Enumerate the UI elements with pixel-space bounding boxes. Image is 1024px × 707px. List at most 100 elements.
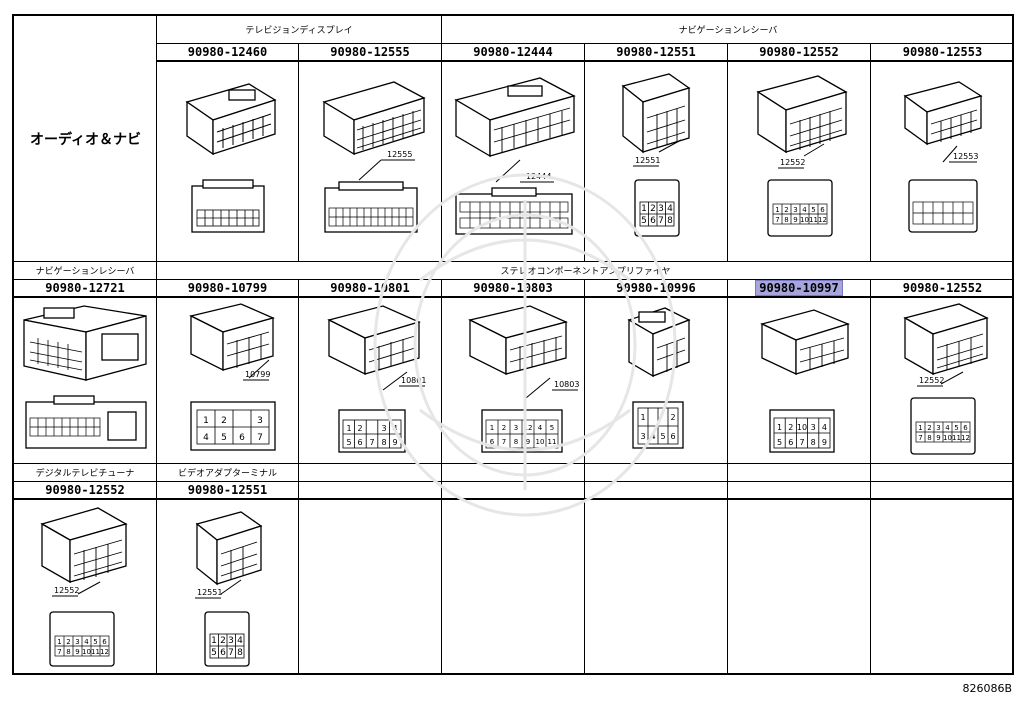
svg-text:6: 6 xyxy=(357,438,362,447)
callout-12553: 12553 xyxy=(953,152,978,161)
svg-text:3: 3 xyxy=(658,204,664,214)
svg-text:7: 7 xyxy=(502,438,506,446)
svg-text:5: 5 xyxy=(211,648,217,658)
svg-text:2: 2 xyxy=(927,424,931,432)
empty-header xyxy=(871,464,1014,482)
callout-10799: 10799 xyxy=(245,370,270,379)
part-number-12444[interactable]: 90980-12444 xyxy=(442,44,585,62)
svg-text:4: 4 xyxy=(650,432,655,441)
empty-header xyxy=(585,464,728,482)
svg-text:9: 9 xyxy=(526,438,530,446)
empty-part-number xyxy=(299,482,442,500)
svg-text:3: 3 xyxy=(381,424,386,433)
empty-cell xyxy=(585,500,728,673)
svg-text:9: 9 xyxy=(822,438,827,447)
connector-chart: オーディオ＆ナビ テレビジョンディスプレイ ナビゲーションレシーバ 90980-… xyxy=(12,14,1014,675)
svg-text:3: 3 xyxy=(228,636,234,646)
svg-text:6: 6 xyxy=(670,432,675,441)
svg-text:7: 7 xyxy=(369,438,374,447)
svg-text:6: 6 xyxy=(102,638,107,646)
svg-text:10: 10 xyxy=(536,438,545,446)
svg-text:12: 12 xyxy=(100,648,109,656)
svg-text:2: 2 xyxy=(357,424,362,433)
svg-text:4: 4 xyxy=(392,424,397,433)
part-number-10996[interactable]: 90980-10996 xyxy=(585,280,728,298)
svg-text:8: 8 xyxy=(66,648,70,656)
svg-text:8: 8 xyxy=(667,216,673,226)
part-number-12553[interactable]: 90980-12553 xyxy=(871,44,1014,62)
part-number-12460[interactable]: 90980-12460 xyxy=(157,44,299,62)
callout-12551-row3: 12551 xyxy=(197,588,222,597)
svg-text:5: 5 xyxy=(93,638,97,646)
part-number-10997-highlighted[interactable]: 90980-10997 xyxy=(728,280,871,298)
svg-text:1: 1 xyxy=(203,416,209,426)
connector-12460-icon xyxy=(185,83,277,233)
highlighted-part-number[interactable]: 90980-10997 xyxy=(755,280,843,296)
svg-text:4: 4 xyxy=(538,424,543,432)
connector-12721-icon xyxy=(23,305,147,449)
callout-10801: 10801 xyxy=(401,376,426,385)
svg-text:3: 3 xyxy=(640,432,645,441)
svg-text:4: 4 xyxy=(237,636,243,646)
empty-header xyxy=(728,464,871,482)
part-number-12551[interactable]: 90980-12551 xyxy=(585,44,728,62)
svg-text:5: 5 xyxy=(777,438,782,447)
svg-text:5: 5 xyxy=(660,432,665,441)
svg-text:5: 5 xyxy=(346,438,351,447)
svg-text:2: 2 xyxy=(502,424,506,432)
part-number-12555[interactable]: 90980-12555 xyxy=(299,44,442,62)
svg-text:7: 7 xyxy=(658,216,664,226)
callout-12552-row3: 12552 xyxy=(54,586,79,595)
part-number-12552-row2[interactable]: 90980-12552 xyxy=(871,280,1014,298)
svg-text:9: 9 xyxy=(936,434,940,442)
group-stereo-amp: ステレオコンポーネントアンプリファイヤ xyxy=(157,262,1014,280)
callout-10803: 10803 xyxy=(554,380,579,389)
part-number-12552-row3[interactable]: 90980-12552 xyxy=(14,482,157,500)
svg-text:5: 5 xyxy=(811,206,815,214)
svg-text:1: 1 xyxy=(918,424,922,432)
empty-part-number xyxy=(871,482,1014,500)
part-number-12721[interactable]: 90980-12721 xyxy=(14,280,157,298)
svg-text:2: 2 xyxy=(650,204,656,214)
part-number-10799[interactable]: 90980-10799 xyxy=(157,280,299,298)
svg-text:8: 8 xyxy=(514,438,518,446)
svg-text:2: 2 xyxy=(221,416,227,426)
svg-text:10: 10 xyxy=(797,423,807,432)
part-number-10801[interactable]: 90980-10801 xyxy=(299,280,442,298)
svg-text:3: 3 xyxy=(793,206,797,214)
callout-12444: 12444 xyxy=(526,172,551,181)
svg-text:1: 1 xyxy=(640,413,645,422)
connector-12555-icon: 12555 xyxy=(322,81,426,233)
svg-text:12: 12 xyxy=(818,216,827,224)
part-number-12552[interactable]: 90980-12552 xyxy=(728,44,871,62)
part-number-10803[interactable]: 90980-10803 xyxy=(442,280,585,298)
svg-text:3: 3 xyxy=(257,416,263,426)
svg-text:6: 6 xyxy=(239,433,245,443)
group-video-adapter: ビデオアダプターミナル xyxy=(157,464,299,482)
svg-text:7: 7 xyxy=(799,438,804,447)
svg-text:9: 9 xyxy=(793,216,797,224)
connector-figure-12444: 12444 xyxy=(442,62,585,262)
svg-text:5: 5 xyxy=(550,424,554,432)
svg-text:11: 11 xyxy=(548,438,557,446)
svg-text:1: 1 xyxy=(641,204,647,214)
svg-text:4: 4 xyxy=(203,433,209,443)
part-number-12551-row3[interactable]: 90980-12551 xyxy=(157,482,299,500)
svg-text:6: 6 xyxy=(490,438,495,446)
svg-text:7: 7 xyxy=(228,648,234,658)
group-digital-tv-tuner: デジタルテレビチューナ xyxy=(14,464,157,482)
svg-text:2: 2 xyxy=(784,206,788,214)
empty-part-number xyxy=(728,482,871,500)
